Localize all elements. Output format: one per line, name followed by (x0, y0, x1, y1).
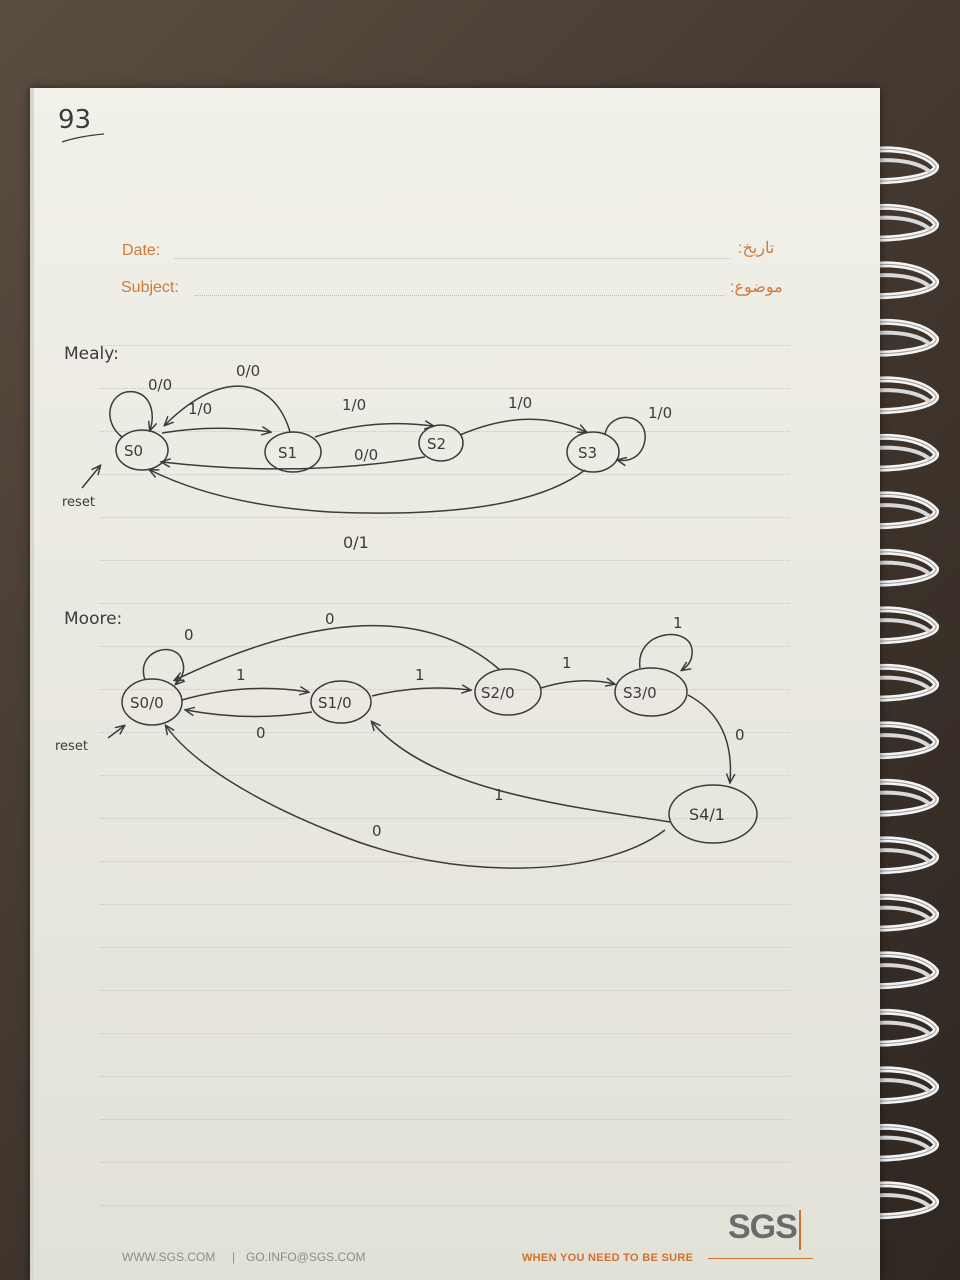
subject-label: Subject: (121, 279, 179, 296)
ruled-line (100, 1033, 790, 1035)
moore-arrow-s1-s2 (371, 688, 470, 697)
mealy-state-s1-circle (264, 431, 322, 473)
moore-state-s3-circle (614, 667, 688, 717)
mealy-label-s0-self: 0/0 (148, 376, 172, 394)
mealy-state-s2-label: S2 (427, 435, 446, 453)
page-number: 93 (58, 105, 91, 135)
mealy-arrow-s3-s0 (150, 470, 586, 514)
mealy-reset-label: reset (62, 495, 95, 510)
sgs-logo-bar (799, 1210, 801, 1250)
mealy-arrow-s3-self (604, 416, 646, 460)
date-label-arabic: تاريخ: (738, 240, 775, 257)
mealy-state-s0-label: S0 (124, 442, 143, 460)
ruled-line (100, 560, 790, 562)
mealy-label-s2-s3: 1/0 (508, 394, 532, 412)
moore-reset-arrow (107, 726, 124, 739)
mealy-state-s1-label: S1 (278, 444, 297, 462)
moore-state-s2-label: S2/0 (481, 684, 515, 702)
moore-arrow-s2-s0 (175, 624, 501, 680)
ruled-line (100, 947, 790, 949)
moore-title: Moore: (64, 609, 122, 629)
moore-arrow-s3-self (639, 634, 693, 670)
mealy-label-s3-s0: 0/1 (343, 533, 369, 552)
ruled-line (100, 732, 790, 734)
ruled-line (100, 1076, 790, 1078)
ruled-line (100, 689, 790, 691)
ruled-line (100, 345, 790, 347)
footer-website: WWW.SGS.COM (122, 1250, 216, 1264)
moore-label-s1-s0: 0 (256, 724, 266, 742)
ruled-line (100, 388, 790, 390)
moore-arrow-s4-s0 (166, 726, 666, 869)
footer-email: GO.INFO@SGS.COM (246, 1250, 366, 1264)
date-label: Date: (122, 242, 161, 259)
moore-state-s0-label: S0/0 (130, 694, 164, 712)
moore-arrow-s0-s1 (181, 688, 308, 701)
moore-label-s4-s0: 0 (372, 822, 382, 840)
sgs-logo: SGS (728, 1208, 798, 1246)
moore-label-s3-self: 1 (673, 614, 683, 632)
ruled-line (100, 990, 790, 992)
ruled-line (100, 904, 790, 906)
moore-label-s0-self: 0 (184, 626, 194, 644)
mealy-arrow-s1-s0 (165, 385, 291, 433)
footer-tagline: WHEN YOU NEED TO BE SURE (522, 1252, 694, 1264)
moore-label-s2-s3: 1 (562, 654, 572, 672)
ruled-line (100, 1162, 790, 1164)
moore-state-s3-label: S3/0 (623, 684, 657, 702)
ruled-line (100, 1205, 790, 1207)
moore-arrow-s3-s4 (687, 694, 730, 782)
mealy-reset-arrow (81, 466, 100, 489)
mealy-arrow-s0-s1 (161, 428, 270, 433)
moore-state-s0-circle (121, 678, 183, 726)
ruled-line (100, 603, 790, 605)
moore-state-s4-circle (668, 784, 758, 844)
footer-tagline-line (708, 1258, 813, 1259)
ruled-line (100, 517, 790, 519)
ruled-line (100, 1119, 790, 1121)
mealy-arrow-s1-s2 (314, 424, 433, 438)
moore-label-s1-s2: 1 (415, 666, 425, 684)
mealy-arrow-s0-self (109, 391, 152, 438)
page-edge (30, 88, 34, 1280)
moore-label-s2-s0: 0 (325, 610, 335, 628)
moore-arrow-s4-s1 (372, 722, 671, 823)
moore-reset-label: reset (55, 739, 88, 754)
moore-state-s1-circle (310, 680, 372, 724)
mealy-title: Mealy: (64, 344, 119, 364)
ruled-line (100, 775, 790, 777)
mealy-label-s3-self: 1/0 (648, 404, 672, 422)
mealy-label-s1-s2: 1/0 (342, 396, 366, 414)
ruled-line (100, 646, 790, 648)
date-line (175, 258, 730, 260)
moore-state-s4-label: S4/1 (689, 805, 725, 824)
mealy-state-s0-circle (115, 429, 169, 471)
moore-arrow-s2-s3 (540, 681, 614, 689)
spiral-binding (834, 146, 939, 1220)
mealy-label-s1-s0: 0/0 (236, 362, 260, 380)
ruled-line (100, 431, 790, 433)
ruled-line (100, 818, 790, 820)
moore-label-s4-s1: 1 (494, 786, 504, 804)
mealy-state-s3-label: S3 (578, 444, 597, 462)
mealy-arrow-s2-s3 (459, 418, 586, 436)
page-number-underline (61, 133, 105, 143)
mealy-label-s2-s0: 0/0 (354, 446, 378, 464)
mealy-arrow-s2-s0 (162, 456, 426, 470)
moore-label-s0-s1: 1 (236, 666, 246, 684)
subject-line (195, 295, 725, 297)
moore-arrow-s1-s0 (186, 710, 313, 718)
moore-state-s1-label: S1/0 (318, 694, 352, 712)
mealy-state-s2-circle (418, 424, 464, 462)
ruled-line (100, 474, 790, 476)
ruled-line (100, 861, 790, 863)
subject-label-arabic: موضوع: (730, 279, 783, 296)
mealy-label-s0-s1: 1/0 (188, 400, 212, 418)
moore-state-s2-circle (474, 668, 542, 716)
footer-separator: | (232, 1250, 236, 1264)
mealy-state-s3-circle (566, 431, 620, 473)
moore-label-s3-s4: 0 (735, 726, 745, 744)
